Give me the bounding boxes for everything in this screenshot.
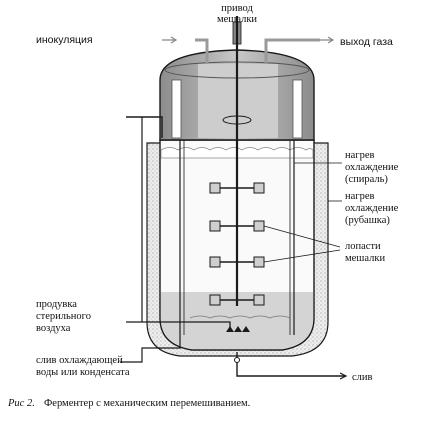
figure-caption-prefix: Рис 2. <box>7 398 35 409</box>
leader-blade-2 <box>263 249 341 263</box>
impeller-blade <box>209 256 221 268</box>
drain-valve <box>234 357 240 363</box>
label-air-line3: воздуха <box>36 323 71 334</box>
coolant-drain-line <box>120 335 181 363</box>
label-drive-line1: привод <box>221 3 253 14</box>
label-coolant-line2: воды или конденсата <box>36 367 130 378</box>
inoculation-arrow <box>162 36 178 44</box>
label-blades-line2: мешалки <box>345 253 385 264</box>
sparger-bubbles <box>189 315 291 319</box>
label-jacket-line2: охлаждение <box>345 203 399 214</box>
inoculation-pipe <box>195 38 209 64</box>
bottom-zone <box>161 292 313 349</box>
bottom-drain-arrow <box>339 372 348 380</box>
left-baffle <box>171 79 182 139</box>
gas-outlet-arrow <box>320 36 335 44</box>
label-coil-line2: охлаждение <box>345 162 399 173</box>
label-coil-line1: нагрев <box>345 150 374 161</box>
gas-outlet-pipe <box>264 38 320 64</box>
label-jacket-line1: нагрев <box>345 191 374 202</box>
label-gas-outlet: выход газа <box>340 36 393 48</box>
label-coil-line3: (спираль) <box>345 174 388 185</box>
label-air-line2: стерильного <box>36 311 91 322</box>
shaft-seal <box>222 115 252 125</box>
label-blades-line1: лопасти <box>345 241 381 252</box>
leader-blade-1 <box>263 225 341 248</box>
impeller-set <box>209 182 265 306</box>
impeller-blade <box>209 294 221 306</box>
impeller-blade <box>253 182 265 194</box>
impeller-blade <box>253 294 265 306</box>
air-supply-line <box>126 321 231 330</box>
impeller-blade <box>253 256 265 268</box>
impeller-blade <box>253 220 265 232</box>
right-baffle <box>292 79 303 139</box>
label-jacket-line3: (рубашка) <box>345 215 390 226</box>
label-drain: слив <box>352 372 373 383</box>
label-coolant-line1: слив охлаждающей <box>36 355 123 366</box>
label-inoculation: инокуляция <box>36 34 93 46</box>
impeller-blade <box>209 220 221 232</box>
probe-line <box>126 116 163 138</box>
label-drive-line2: мешалки <box>217 14 257 25</box>
label-air-line1: продувка <box>36 299 77 310</box>
figure-caption-text: Ферментер с механическим перемешиванием. <box>44 398 250 409</box>
impeller-blade <box>209 182 221 194</box>
